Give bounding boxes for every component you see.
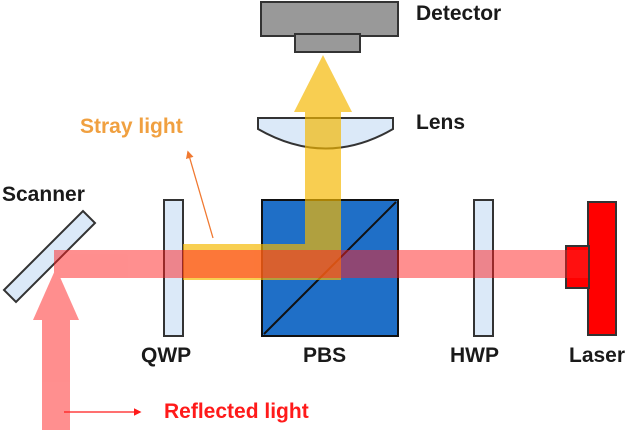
stray-light-pointer [185,150,214,239]
qwp-label: QWP [141,344,191,367]
laser-beam [33,250,588,430]
pbs-label: PBS [303,344,346,367]
reflected-light-label: Reflected light [164,400,309,423]
hwp-label: HWP [450,344,499,367]
laser-beam-horizontal [54,250,588,278]
scanner-mirror [2,209,97,304]
laser-body [587,201,617,336]
detector-window [294,33,361,53]
detector-label: Detector [416,2,501,25]
stray-light-beam [183,55,352,280]
detector-icon [260,1,399,53]
scanner-mirror-icon [2,209,97,304]
stray-light-label: Stray light [80,115,183,138]
lens-label: Lens [416,111,465,134]
laser-label: Laser [569,344,625,367]
reflected-beam-arrowhead [33,268,79,320]
laser-icon [565,201,617,336]
stray-beam-arrowhead [294,55,352,112]
reflected-beam-vertical [42,316,70,430]
scanner-label: Scanner [2,183,85,206]
detector-body [260,1,399,37]
